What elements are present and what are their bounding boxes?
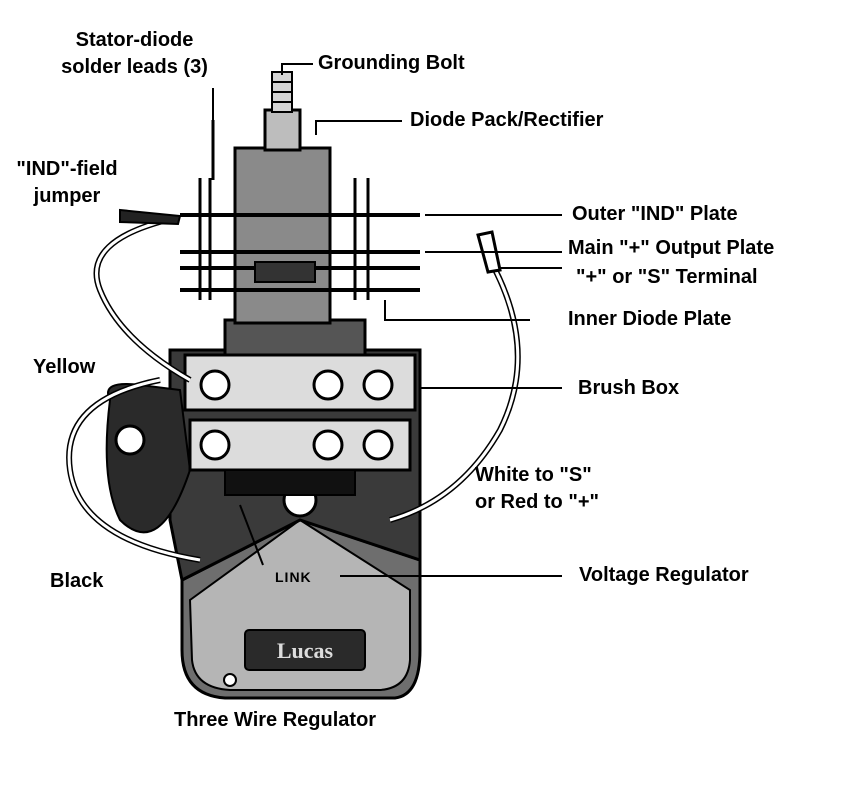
stator-diode-line2: solder leads (3) (61, 56, 208, 78)
white-red-wire-label: White to "S" or Red to "+" (475, 462, 599, 516)
alternator-body (105, 318, 422, 583)
ind-field-jumper-label: "IND"-field jumper (2, 156, 132, 210)
ind-field-jumper-line2: jumper (33, 185, 101, 207)
grounding-bolt-label: Grounding Bolt (318, 52, 465, 74)
main-output-plate-label: Main "+" Output Plate (568, 237, 775, 259)
ind-field-jumper-line1: "IND"-field (16, 158, 118, 180)
diode-pack (180, 71, 420, 325)
plus-or-s-terminal-label: "+" or "S" Terminal (576, 266, 758, 288)
link-label: LINK (275, 569, 312, 585)
yellow-wire-label: Yellow (33, 356, 96, 378)
inner-diode-plate-label: Inner Diode Plate (568, 308, 732, 330)
white-red-line1: White to "S" (475, 464, 592, 486)
brush-box-label: Brush Box (578, 377, 680, 399)
diode-pack-label: Diode Pack/Rectifier (410, 109, 604, 131)
lucas-logo: Lucas (277, 638, 334, 663)
leader-lines (212, 63, 562, 577)
stator-diode-line1: Stator-diode (75, 29, 194, 51)
white-red-line2: or Red to "+" (475, 491, 599, 513)
voltage-regulator-label: Voltage Regulator (579, 564, 749, 586)
voltage-regulator-housing: Lucas (180, 518, 422, 700)
stator-diode-label: Stator-diode solder leads (3) (52, 27, 217, 81)
black-wire-label: Black (50, 570, 104, 592)
outer-ind-plate-label: Outer "IND" Plate (572, 203, 738, 225)
three-wire-regulator-caption: Three Wire Regulator (174, 709, 377, 731)
